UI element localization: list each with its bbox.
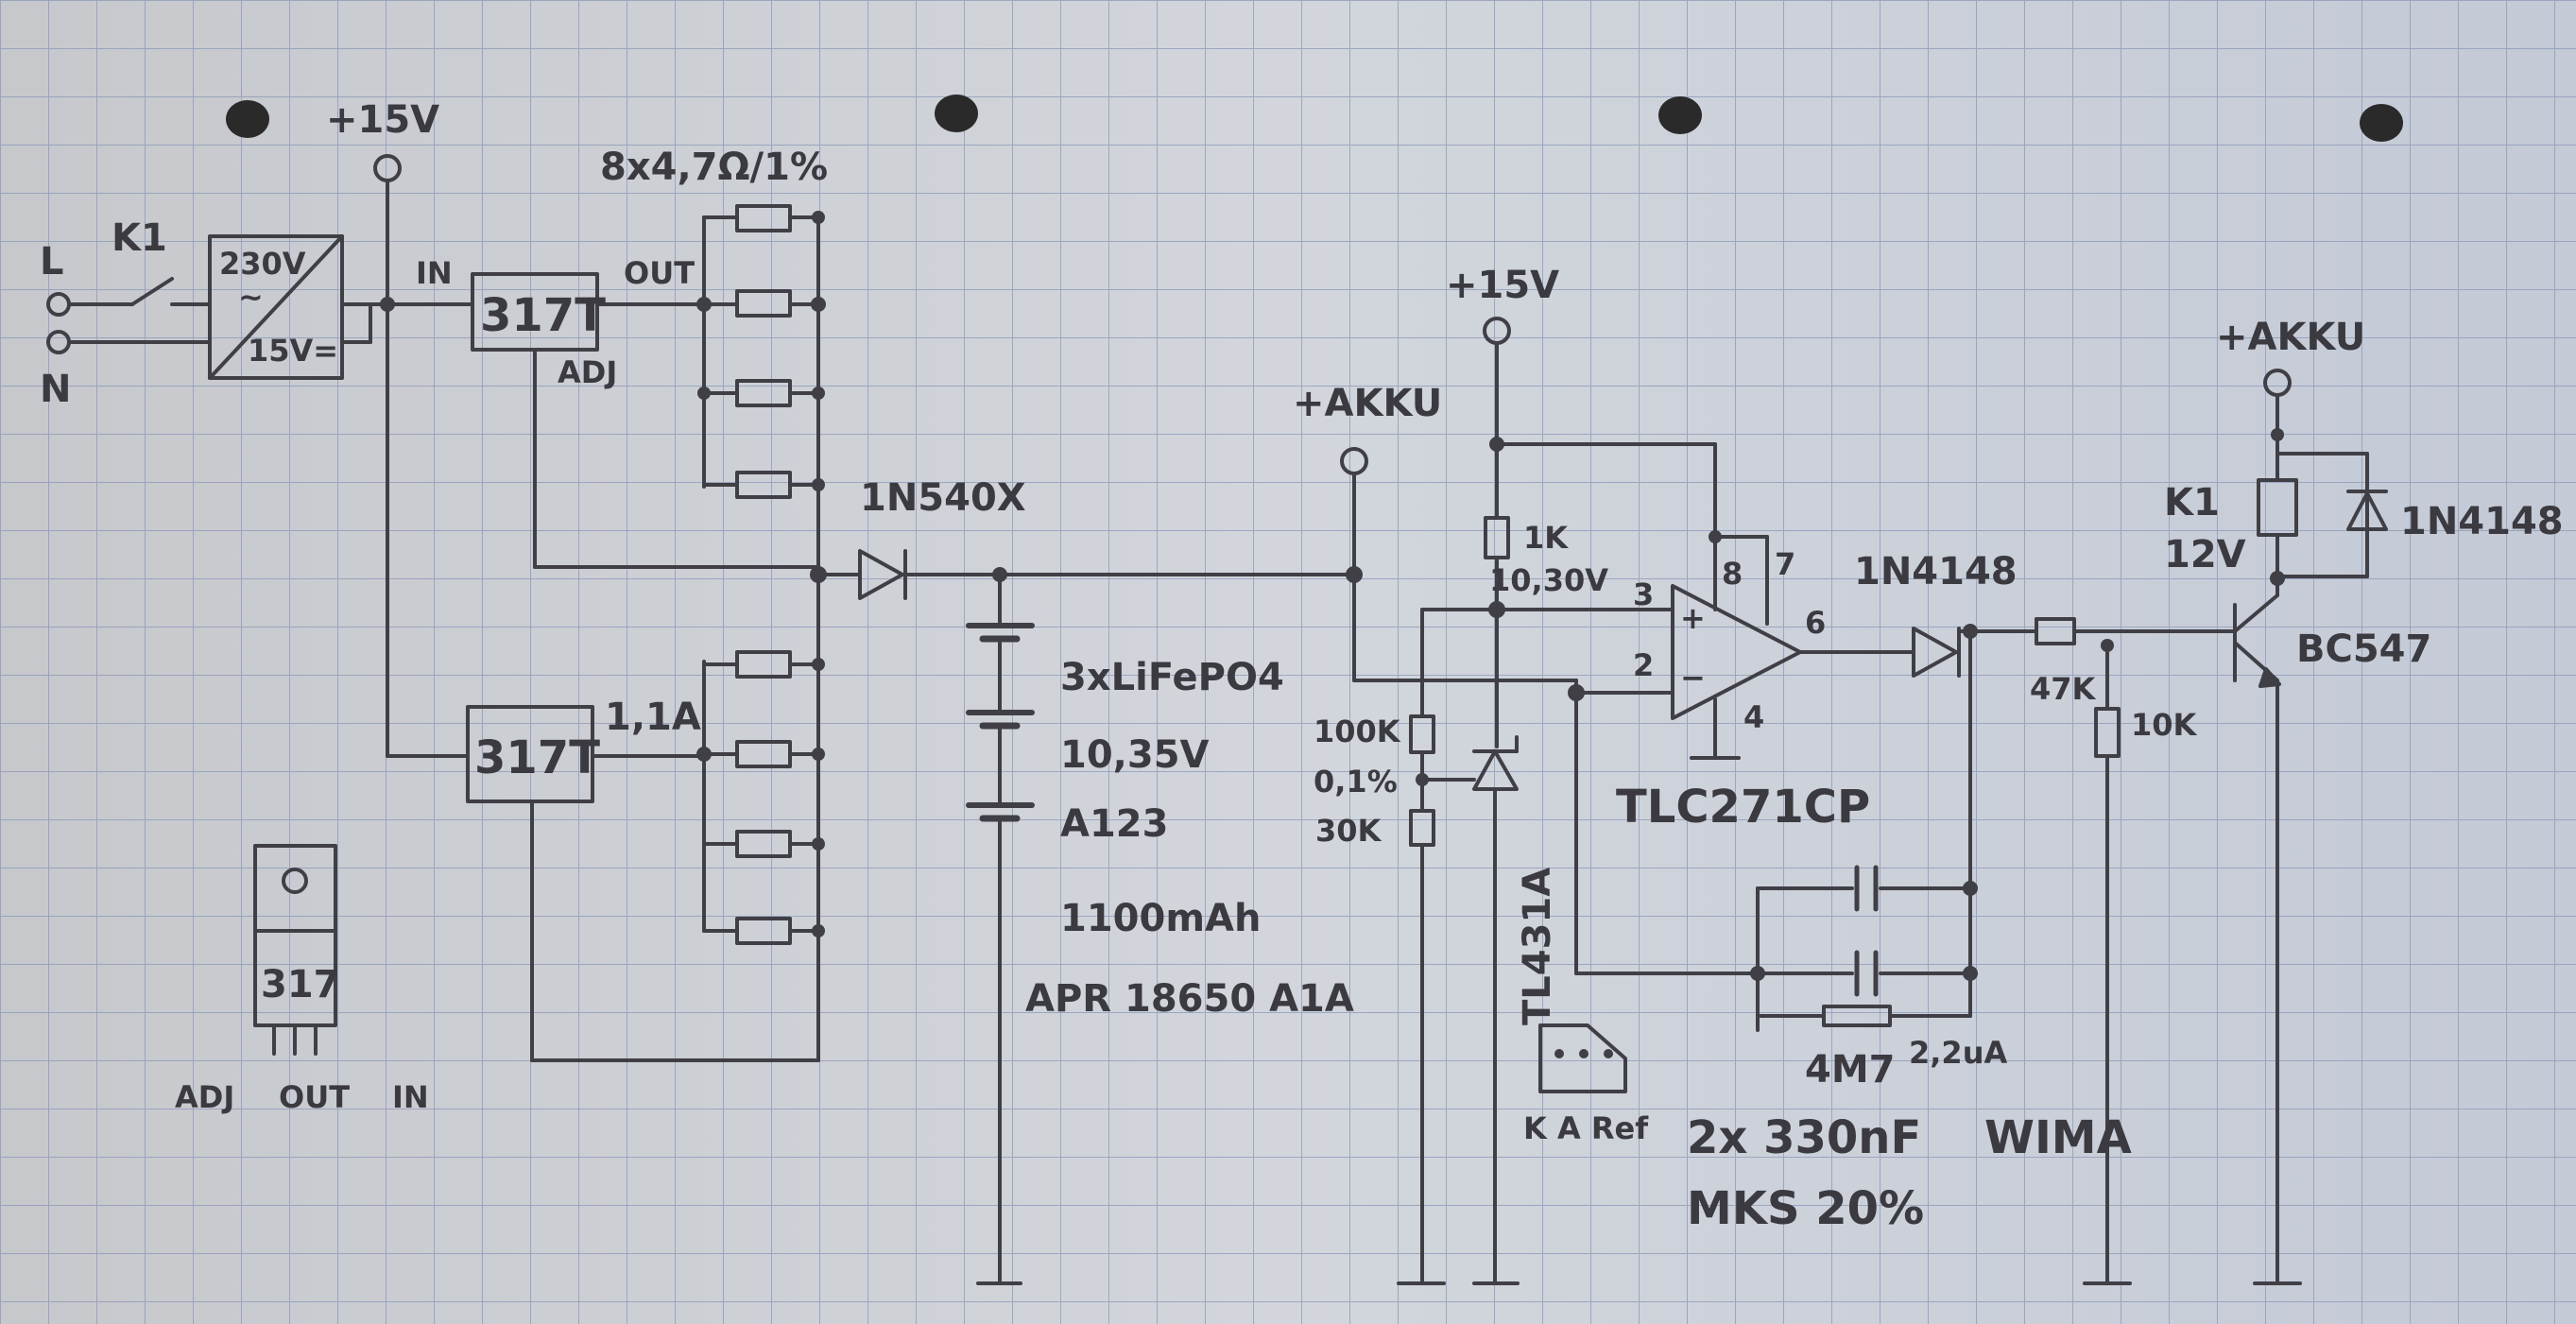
label-15v-mid: +15V (1446, 264, 1559, 307)
label-relay: K1 (2164, 481, 2220, 524)
label-feedback-resistor: 4M7 (1805, 1048, 1895, 1092)
label-reg-top: 317T (480, 289, 606, 342)
relay-k1 (2257, 369, 2388, 583)
label-mains-n: N (40, 368, 71, 411)
label-r-tol: 0,1% (1314, 764, 1398, 800)
label-tl431: TL431A (1516, 868, 1559, 1025)
junction-dots (380, 211, 2285, 1058)
label-battery-type: 3xLiFePO4 (1060, 656, 1284, 699)
power-supply-block (208, 234, 389, 380)
label-battery-brand: A123 (1060, 802, 1168, 846)
mains-input (46, 277, 212, 354)
label-opamp-pin4: 4 (1743, 699, 1764, 735)
label-mains-l: L (40, 240, 64, 284)
binding-holes (226, 95, 2403, 142)
label-package-pin-in: IN (392, 1079, 429, 1115)
label-caps-line1: 2x 330nF (1687, 1111, 1921, 1164)
label-akku-right: +AKKU (2216, 316, 2365, 359)
label-opamp-pin6: 6 (1805, 605, 1826, 641)
label-r-bottom: 30K (1315, 813, 1382, 849)
label-opamp-part: TLC271CP (1616, 781, 1870, 834)
label-battery-voltage: 10,35V (1060, 733, 1210, 777)
label-battery-capacity: 1100mAh (1060, 897, 1261, 940)
label-15v-left: +15V (326, 98, 439, 142)
battery-stack (966, 573, 1035, 1285)
label-caps-brand: WIMA (1984, 1111, 2132, 1164)
label-caps-line2: MKS 20% (1687, 1182, 1924, 1235)
label-battery-model: APR 18650 A1A (1025, 977, 1354, 1021)
label-reg-bottom: 317T (474, 731, 600, 784)
label-r-base: 47K (2030, 671, 2097, 707)
label-reg-in: IN (416, 255, 453, 291)
label-opamp-plus: + (1680, 600, 1706, 636)
label-vref: 10,30V (1489, 562, 1608, 598)
label-transistor: BC547 (2296, 628, 2431, 671)
label-psu-out: 15V= (248, 333, 338, 369)
label-r-pull: 10K (2131, 707, 2198, 743)
label-current: 1,1A (605, 696, 701, 739)
label-package-pin-out: OUT (279, 1079, 350, 1115)
label-diode-main: 1N540X (860, 476, 1026, 520)
label-tl431-pinout: K A Ref (1523, 1110, 1649, 1146)
resistor-bank-bottom (702, 650, 820, 945)
label-resistor-bank: 8x4,7Ω/1% (600, 146, 828, 189)
label-feedback-note: 2,2uA (1909, 1035, 2007, 1071)
integrator-feedback (1574, 629, 1972, 1032)
label-r1: 1K (1523, 520, 1569, 556)
label-switch-k1: K1 (112, 216, 167, 260)
label-reg-out: OUT (624, 255, 695, 291)
rail-15v-left (373, 154, 474, 758)
label-flyback: 1N4148 (2400, 500, 2564, 543)
label-opamp-pin2: 2 (1633, 647, 1654, 683)
label-relay-voltage: 12V (2164, 533, 2246, 576)
label-psu-in: 230V (219, 246, 306, 282)
resistor-bank-top (702, 204, 820, 1062)
label-opamp-pin7: 7 (1775, 546, 1795, 582)
label-r-top: 100K (1314, 714, 1401, 749)
label-akku-mid: +AKKU (1293, 382, 1442, 425)
label-package-body: 317 (261, 963, 340, 1006)
label-package-pin-adj: ADJ (175, 1079, 234, 1115)
opamp-tlc271 (1671, 535, 1915, 760)
regulator-bottom (466, 705, 820, 1062)
label-output-diode: 1N4148 (1854, 550, 2018, 593)
reference-network (1397, 317, 1717, 1285)
regulator-top (471, 272, 820, 569)
label-reg-adj: ADJ (558, 354, 617, 390)
label-opamp-pin8: 8 (1722, 556, 1743, 592)
lm317-package (253, 844, 337, 1056)
label-psu-tilde: ~ (238, 279, 264, 315)
tl431-pinout (1538, 1023, 1627, 1093)
label-opamp-pin3: 3 (1633, 576, 1654, 612)
diode-1n540x (816, 549, 1356, 600)
label-opamp-minus: − (1680, 660, 1706, 696)
